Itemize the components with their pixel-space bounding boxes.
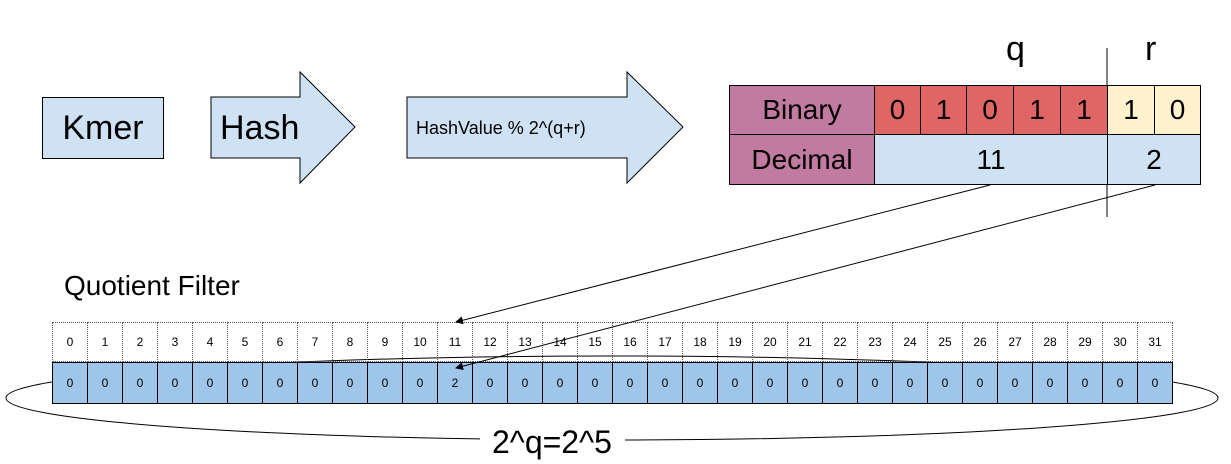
slot-index: 3	[157, 322, 193, 362]
slot-value: 0	[682, 362, 718, 404]
hash-label: Hash	[220, 108, 300, 147]
slot-index: 8	[332, 322, 368, 362]
r-header: r	[1145, 30, 1157, 68]
slot-index: 14	[542, 322, 578, 362]
hash-arrow: Hash	[220, 97, 299, 159]
slot-index: 26	[962, 322, 998, 362]
slot-value: 0	[542, 362, 578, 404]
slot-value: 0	[262, 362, 298, 404]
slot-value: 0	[822, 362, 858, 404]
slot-value: 0	[927, 362, 963, 404]
slot-index: 23	[857, 322, 893, 362]
slot-index: 18	[682, 322, 718, 362]
slot-value: 0	[297, 362, 333, 404]
slot-index: 15	[577, 322, 613, 362]
slot-index: 17	[647, 322, 683, 362]
slot-index: 7	[297, 322, 333, 362]
slot-index: 0	[52, 322, 88, 362]
slot-value: 0	[367, 362, 403, 404]
slot-value: 0	[787, 362, 823, 404]
q-bit: 1	[1013, 85, 1061, 135]
mod-arrow-shape	[406, 70, 684, 185]
mod-arrow: HashValue % 2^(q+r)	[416, 97, 586, 159]
mod-label: HashValue % 2^(q+r)	[416, 117, 586, 138]
slot-index: 24	[892, 322, 928, 362]
slot-index: 19	[717, 322, 753, 362]
slot-index: 21	[787, 322, 823, 362]
slot-value: 0	[332, 362, 368, 404]
slot-index: 6	[262, 322, 298, 362]
q-decimal: 11	[874, 134, 1108, 185]
slot-index: 31	[1137, 322, 1173, 362]
slot-value: 0	[752, 362, 788, 404]
r-decimal: 2	[1107, 134, 1201, 185]
slot-index: 4	[192, 322, 228, 362]
binary-row-label: Binary	[729, 85, 875, 135]
slot-index: 28	[1032, 322, 1068, 362]
kmer-box: Kmer	[42, 97, 164, 159]
slot-index: 11	[437, 322, 473, 362]
slot-index: 25	[927, 322, 963, 362]
slot-index: 9	[367, 322, 403, 362]
slot-value: 0	[997, 362, 1033, 404]
slot-value: 0	[192, 362, 228, 404]
q-bit: 0	[874, 85, 921, 135]
r-bit: 1	[1107, 85, 1155, 135]
slot-value: 0	[402, 362, 438, 404]
slot-value: 2	[437, 362, 473, 404]
slot-index: 20	[752, 322, 788, 362]
slot-value: 0	[1102, 362, 1138, 404]
slot-index: 13	[507, 322, 543, 362]
slot-value: 0	[647, 362, 683, 404]
slot-value: 0	[1032, 362, 1068, 404]
q-bit: 0	[966, 85, 1014, 135]
slot-value: 0	[717, 362, 753, 404]
slot-value: 0	[122, 362, 158, 404]
slot-value: 0	[612, 362, 648, 404]
hash-arrow-shape	[210, 70, 356, 185]
slot-index: 30	[1102, 322, 1138, 362]
slot-value: 0	[1067, 362, 1103, 404]
slot-index: 5	[227, 322, 263, 362]
filter-size-label: 2^q=2^5	[492, 424, 612, 460]
slot-value: 0	[1137, 362, 1173, 404]
q-bit: 1	[1060, 85, 1108, 135]
q-header: q	[1006, 30, 1025, 68]
filter-title: Quotient Filter	[64, 270, 240, 301]
slot-value: 0	[87, 362, 123, 404]
slot-value: 0	[472, 362, 508, 404]
r-bit: 0	[1154, 85, 1201, 135]
slot-value: 0	[507, 362, 543, 404]
slot-value: 0	[962, 362, 998, 404]
slot-value: 0	[52, 362, 88, 404]
slot-value: 0	[157, 362, 193, 404]
slot-index: 12	[472, 322, 508, 362]
slot-value: 0	[892, 362, 928, 404]
slot-index: 2	[122, 322, 158, 362]
slot-index: 16	[612, 322, 648, 362]
slot-index: 29	[1067, 322, 1103, 362]
slot-index: 1	[87, 322, 123, 362]
decimal-row-label: Decimal	[729, 134, 875, 185]
slot-index: 22	[822, 322, 858, 362]
slot-index: 10	[402, 322, 438, 362]
kmer-label: Kmer	[62, 108, 144, 147]
slot-index: 27	[997, 322, 1033, 362]
slot-value: 0	[577, 362, 613, 404]
slot-value: 0	[857, 362, 893, 404]
slot-value: 0	[227, 362, 263, 404]
q-bit: 1	[920, 85, 967, 135]
